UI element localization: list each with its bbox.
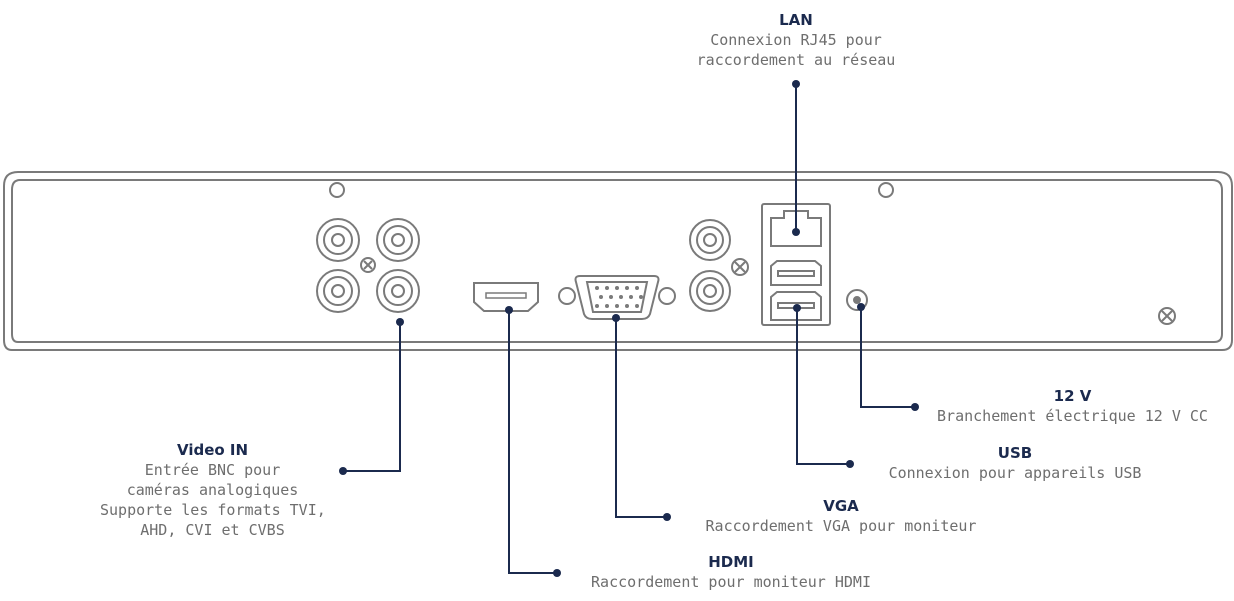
usb-callout-line: Connexion pour appareils USB [888, 464, 1142, 482]
lan-callout-line: raccordement au réseau [696, 51, 896, 69]
usb-callout: USB Connexion pour appareils USB [855, 443, 1175, 483]
vga-pin [605, 286, 609, 290]
vga-pin [625, 286, 629, 290]
vga-callout: VGA Raccordement VGA pour moniteur [676, 496, 1006, 536]
hdmi-port [473, 282, 539, 312]
vga-pin [629, 295, 633, 299]
vga-dot-start [612, 314, 620, 322]
device-outline-inner [11, 179, 1223, 343]
power-callout: 12 V Branchement électrique 12 V CC [920, 386, 1225, 426]
usb-port-lower [770, 291, 822, 321]
vga-pin [615, 286, 619, 290]
usb-port-upper-inner [777, 270, 815, 277]
power-callout-title: 12 V [1053, 387, 1092, 405]
vga-pin [619, 295, 623, 299]
callout-dots [339, 80, 919, 577]
video-in-callout-title: Video IN [176, 441, 249, 459]
device-rear-panel [3, 171, 1233, 351]
vga-pin [595, 286, 599, 290]
screw-icon [731, 258, 749, 276]
vga-callout-line: Raccordement VGA pour moniteur [705, 517, 977, 535]
video-in-dot-end [339, 467, 347, 475]
lan-dot-start [792, 228, 800, 236]
bnc-connector [376, 269, 420, 313]
vga-callout-title: VGA [823, 497, 859, 515]
power-callout-line: Branchement électrique 12 V CC [937, 407, 1208, 425]
video-in-callout: Video IN Entrée BNC pour caméras analogi… [100, 440, 326, 540]
hdmi-leader-line [508, 310, 557, 574]
video-in-dot-start [396, 318, 404, 326]
hdmi-callout: HDMI Raccordement pour moniteur HDMI [566, 552, 896, 592]
usb-leader-line [796, 308, 850, 465]
video-in-callout-line: AHD, CVI et CVBS [140, 521, 285, 539]
power-dot-end [911, 403, 919, 411]
power-leader-line [860, 307, 915, 408]
screw-icon [360, 257, 376, 273]
vga-leader-line [615, 318, 667, 518]
video-in-callout-line: Supporte les formats TVI, [100, 501, 326, 519]
vga-pin [615, 304, 619, 308]
callout-lines [343, 84, 915, 574]
video-in-callout-line: caméras analogiques [126, 481, 299, 499]
usb-port-upper [770, 260, 822, 286]
usb-dot-start [793, 304, 801, 312]
vga-pin [595, 304, 599, 308]
mounting-hole-right [878, 182, 894, 198]
hdmi-dot-end [553, 569, 561, 577]
vga-pins [595, 286, 643, 308]
bnc-connector [376, 218, 420, 262]
power-jack [846, 289, 868, 311]
audio-connectors [689, 219, 749, 312]
rca-connector [689, 219, 731, 261]
hdmi-callout-title: HDMI [708, 553, 754, 571]
lan-callout-line: Connexion RJ45 pour [710, 31, 882, 49]
rj45-port [770, 210, 822, 247]
usb-dot-end [846, 460, 854, 468]
lan-callout: LAN Connexion RJ45 pour raccordement au … [650, 10, 942, 70]
vga-pin [599, 295, 603, 299]
vga-pin [605, 304, 609, 308]
bnc-connector [316, 269, 360, 313]
vga-pin [635, 304, 639, 308]
lan-dot-end [792, 80, 800, 88]
bnc-video-inputs [316, 218, 420, 313]
hdmi-port-inner [485, 292, 527, 299]
video-in-callout-line: Entrée BNC pour [144, 461, 281, 479]
vga-pin [635, 286, 639, 290]
video-in-leader-line [343, 322, 401, 472]
ground-screw-icon [1158, 307, 1176, 325]
bnc-connector [316, 218, 360, 262]
usb-callout-title: USB [997, 444, 1033, 462]
vga-dot-end [663, 513, 671, 521]
lan-callout-title: LAN [779, 11, 813, 29]
vga-port [558, 275, 676, 320]
hdmi-callout-line: Raccordement pour moniteur HDMI [591, 573, 871, 591]
vga-pin [625, 304, 629, 308]
rca-connector [689, 270, 731, 312]
vga-pin [639, 295, 643, 299]
device-outline-outer [3, 171, 1233, 351]
hdmi-dot-start [505, 306, 513, 314]
mounting-hole-left [329, 182, 345, 198]
power-dot-start [857, 303, 865, 311]
vga-pin [609, 295, 613, 299]
